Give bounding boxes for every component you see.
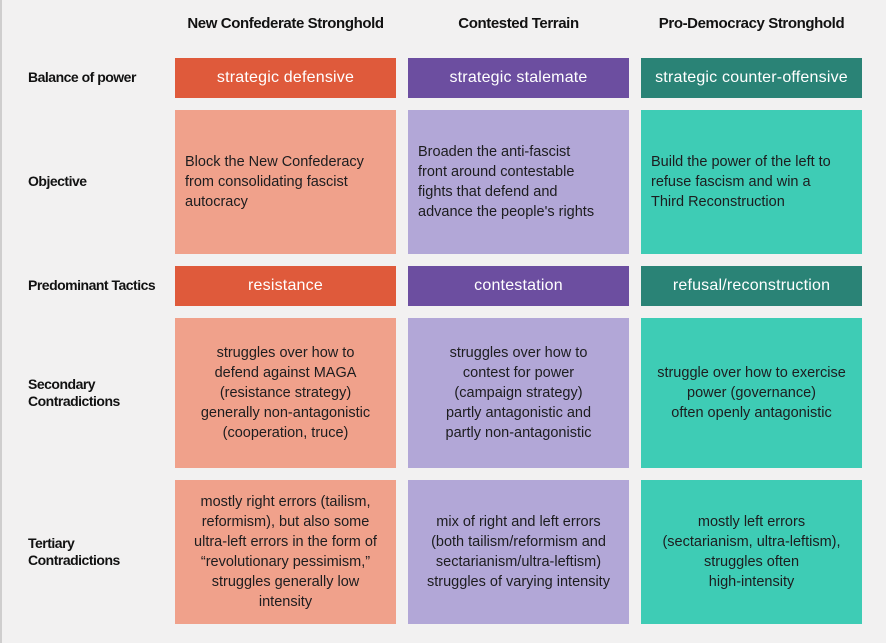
row-label-objective: Objective <box>28 173 87 190</box>
cell-tertiary-pro-democracy: mostly left errors (sectarianism, ultra-… <box>641 480 862 624</box>
cell-secondary-new-confederate: struggles over how to defend against MAG… <box>175 318 396 468</box>
cell-tactics-new-confederate: resistance <box>175 266 396 306</box>
cell-secondary-pro-democracy: struggle over how to exercise power (gov… <box>641 318 862 468</box>
cell-objective-new-confederate: Block the New Confederacy from consolida… <box>175 110 396 254</box>
cell-tactics-contested-terrain: contestation <box>408 266 629 306</box>
cell-tertiary-new-confederate: mostly right errors (tailism, reformism)… <box>175 480 396 624</box>
corner-spacer <box>2 0 163 46</box>
row-label-balance-of-power: Balance of power <box>28 69 136 86</box>
column-header-contested-terrain: Contested Terrain <box>458 14 579 32</box>
row-label-tertiary-contradictions: Tertiary Contradictions <box>28 534 120 569</box>
cell-tertiary-contested-terrain: mix of right and left errors (both taili… <box>408 480 629 624</box>
row-label-secondary-contradictions: Secondary Contradictions <box>28 375 120 410</box>
cell-balance-new-confederate: strategic defensive <box>175 58 396 98</box>
comparison-table: New Confederate Stronghold Contested Ter… <box>2 0 886 624</box>
cell-objective-contested-terrain: Broaden the anti-fascist front around co… <box>408 110 629 254</box>
cell-balance-contested-terrain: strategic stalemate <box>408 58 629 98</box>
cell-secondary-contested-terrain: struggles over how to contest for power … <box>408 318 629 468</box>
column-header-new-confederate: New Confederate Stronghold <box>187 14 384 32</box>
column-header-pro-democracy: Pro-Democracy Stronghold <box>658 14 845 32</box>
cell-balance-pro-democracy: strategic counter-offensive <box>641 58 862 98</box>
row-label-predominant-tactics: Predominant Tactics <box>28 277 156 294</box>
cell-tactics-pro-democracy: refusal/reconstruction <box>641 266 862 306</box>
cell-objective-pro-democracy: Build the power of the left to refuse fa… <box>641 110 862 254</box>
